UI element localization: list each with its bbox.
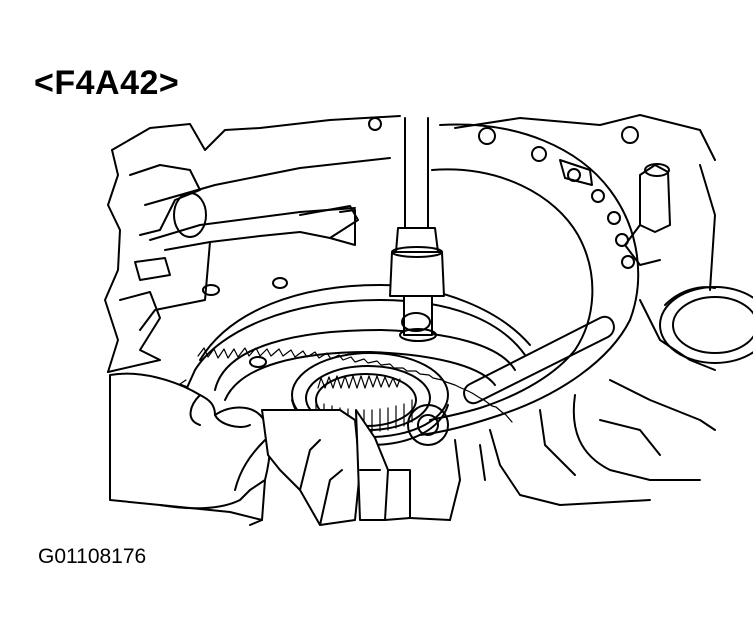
model-label: <F4A42> <box>34 64 180 102</box>
punch-tool <box>389 117 445 342</box>
hand <box>109 372 411 526</box>
right-housing <box>449 114 753 521</box>
left-housing <box>104 115 401 373</box>
flange-ring <box>407 123 640 446</box>
bench-lines <box>159 504 451 521</box>
figure-code: G01108176 <box>38 545 147 568</box>
